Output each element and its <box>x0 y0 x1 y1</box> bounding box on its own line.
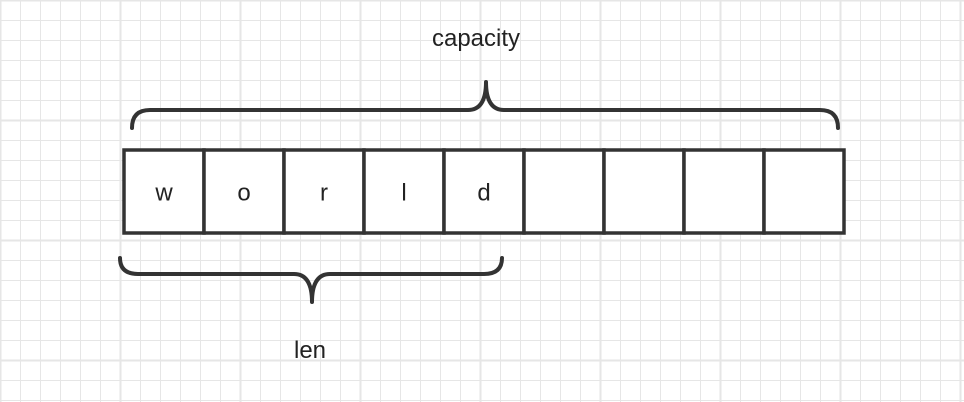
array-cell: o <box>202 148 286 235</box>
array-cell-box <box>602 148 686 235</box>
array-cell <box>522 148 606 235</box>
array-cell-box <box>202 148 286 235</box>
array-cell-box <box>762 148 846 235</box>
array-cell-char: l <box>401 180 406 207</box>
capacity-label: capacity <box>432 25 520 52</box>
array-cell <box>762 148 846 235</box>
array-cell <box>682 148 766 235</box>
array-cell-char: w <box>154 180 173 207</box>
array-cell: w <box>122 148 206 235</box>
array-cell: d <box>442 148 526 235</box>
array-cell: l <box>362 148 446 235</box>
len-brace <box>118 256 504 304</box>
array-cell-box <box>522 148 606 235</box>
array-cell-char: o <box>237 180 250 207</box>
array-cell-box <box>282 148 366 235</box>
capacity-brace <box>130 80 840 130</box>
len-label: len <box>294 337 326 364</box>
array-cell <box>602 148 686 235</box>
array-cell-char: r <box>320 180 328 207</box>
array-cell-char: d <box>477 180 490 207</box>
array-cell: r <box>282 148 366 235</box>
array-cell-box <box>682 148 766 235</box>
